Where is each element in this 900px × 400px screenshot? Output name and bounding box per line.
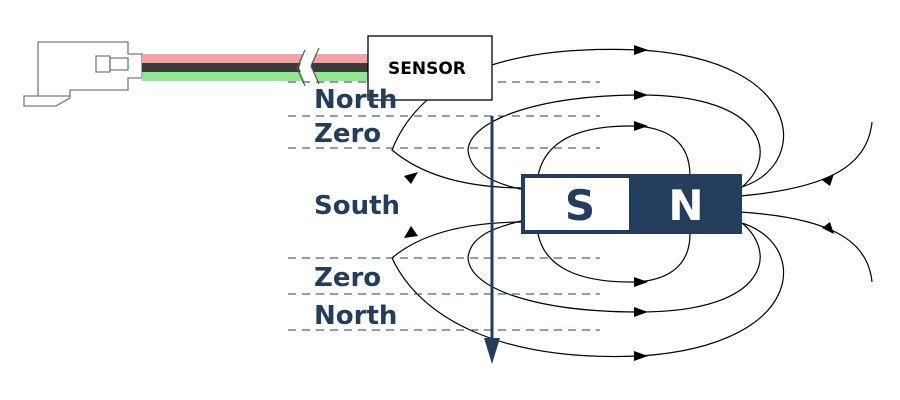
- zone-label-south: South: [314, 191, 400, 221]
- bar-magnet: S N: [521, 174, 742, 234]
- zone-labels: North Zero South Zero North: [314, 85, 400, 331]
- magnetic-field-lines: [391, 45, 873, 361]
- zone-label-north-top: North: [314, 85, 397, 115]
- field-arrow-icon: [634, 351, 648, 361]
- wire-red: [142, 54, 368, 63]
- magnet-north-pole: [629, 174, 742, 234]
- field-arrow-icon: [634, 45, 648, 55]
- sensor-label: SENSOR: [388, 59, 466, 79]
- field-arrow-icon: [404, 226, 418, 238]
- wire-green: [142, 72, 368, 81]
- travel-direction-arrow-icon: [484, 116, 500, 364]
- field-arrow-icon: [634, 307, 648, 317]
- field-arrow-icon: [822, 222, 834, 234]
- magnet-south-pole: [521, 174, 633, 234]
- sensor-cable: [142, 47, 368, 87]
- wire-black: [142, 63, 368, 72]
- field-arrow-icon: [404, 172, 418, 184]
- magnet-north-label: N: [668, 181, 703, 230]
- zone-label-north-bottom: North: [314, 301, 397, 331]
- sensor-box: SENSOR: [367, 35, 493, 101]
- connector-plug-icon: [23, 41, 143, 107]
- field-arrow-icon: [634, 90, 648, 100]
- magnet-south-label: S: [565, 181, 595, 230]
- cable-break-mark: [299, 48, 319, 86]
- field-arrow-icon: [634, 277, 648, 287]
- zone-label-zero-top: Zero: [314, 119, 381, 149]
- zone-boundaries: [288, 81, 600, 331]
- zone-label-zero-bottom: Zero: [314, 263, 381, 293]
- field-arrow-icon: [822, 174, 834, 186]
- field-arrow-icon: [634, 121, 648, 131]
